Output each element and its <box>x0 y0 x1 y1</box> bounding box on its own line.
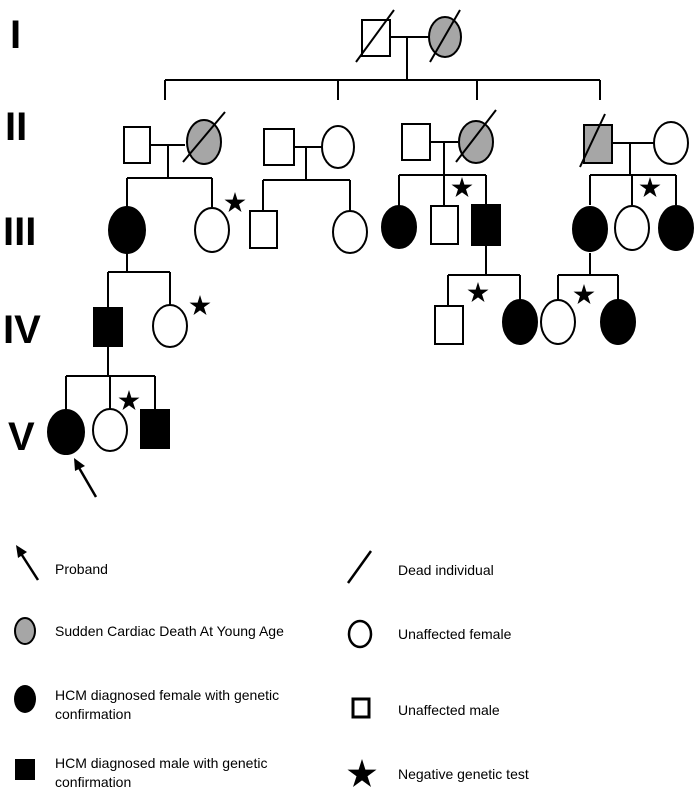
legend-hcm-male-label-line2: confirmation <box>55 774 131 790</box>
gen4-female-1 <box>152 304 188 348</box>
gen3-female-6 <box>614 205 650 251</box>
gen5-negative-test-star <box>118 390 140 410</box>
gen2-male-4-scd-deceased <box>579 113 613 168</box>
gen2-male-3 <box>401 123 431 161</box>
gen3-negative-test-star-1 <box>224 192 246 212</box>
gen4-female-3 <box>540 299 576 345</box>
legend-hcm-male-label-line1: HCM diagnosed male with genetic <box>55 755 267 771</box>
generation-label-3: III <box>3 210 36 254</box>
generation-label-2: II <box>5 105 27 149</box>
legend-unaffected-male-label: Unaffected male <box>398 702 500 718</box>
gen4-negative-test-star-2 <box>467 282 489 302</box>
legend-hcm-female-label-line1: HCM diagnosed female with genetic <box>55 687 279 703</box>
legend-dead-icon <box>346 550 373 584</box>
gen4-negative-test-star-3 <box>573 284 595 304</box>
gen5-male-1-hcm <box>140 409 170 449</box>
gen4-male-2 <box>434 305 464 345</box>
legend-hcm-female-icon <box>14 685 36 713</box>
generation-label-1: I <box>10 13 21 57</box>
gen2-female-1-scd-deceased <box>182 111 226 165</box>
legend-unaffected-female-icon <box>347 619 373 649</box>
legend-hcm-female-label-line2: confirmation <box>55 706 131 722</box>
gen2-female-4 <box>653 121 689 165</box>
legend-scd-icon <box>14 617 36 645</box>
generation-label-5: V <box>8 415 35 459</box>
legend-proband-label: Proband <box>55 561 108 577</box>
gen2-female-3-scd-deceased <box>455 109 497 164</box>
gen3-male-2 <box>430 205 459 245</box>
generation-label-4: IV <box>3 308 41 352</box>
proband-arrow-icon <box>74 458 98 498</box>
gen2-male-1 <box>123 126 151 164</box>
gen5-female-1-proband-hcm <box>47 409 85 455</box>
gen1-male-deceased <box>355 9 395 63</box>
gen3-female-1-hcm <box>108 206 146 254</box>
legend-hcm-male-icon <box>15 759 35 780</box>
gen3-female-5-hcm <box>572 206 608 252</box>
legend-unaffected-female-label: Unaffected female <box>398 626 512 642</box>
gen4-male-1-hcm <box>93 307 123 347</box>
gen3-male-1 <box>249 210 278 249</box>
pedigree-lines <box>65 36 677 410</box>
gen5-female-2 <box>92 408 128 452</box>
gen2-male-2 <box>263 128 295 166</box>
gen4-female-4-hcm <box>600 299 636 345</box>
gen3-negative-test-star-2 <box>451 177 473 197</box>
gen4-female-2-hcm <box>502 299 538 345</box>
gen3-female-4-hcm <box>381 205 417 249</box>
gen3-male-3-hcm <box>471 204 501 246</box>
legend-unaffected-male-icon <box>351 697 371 719</box>
gen3-negative-test-star-3 <box>639 177 661 197</box>
gen3-female-3 <box>332 210 368 254</box>
legend-scd-label: Sudden Cardiac Death At Young Age <box>55 623 284 639</box>
legend-star-icon <box>347 759 377 787</box>
gen2-female-2 <box>321 125 355 169</box>
gen4-negative-test-star-1 <box>189 295 211 315</box>
gen1-female-scd-deceased <box>428 9 462 63</box>
legend-negative-test-label: Negative genetic test <box>398 766 529 782</box>
legend: Proband Dead individual Sudden Cardiac D… <box>14 545 529 790</box>
legend-proband-arrow-icon <box>16 545 40 581</box>
legend-dead-label: Dead individual <box>398 562 494 578</box>
gen3-female-7-hcm <box>658 205 694 251</box>
gen3-female-2 <box>194 207 230 253</box>
